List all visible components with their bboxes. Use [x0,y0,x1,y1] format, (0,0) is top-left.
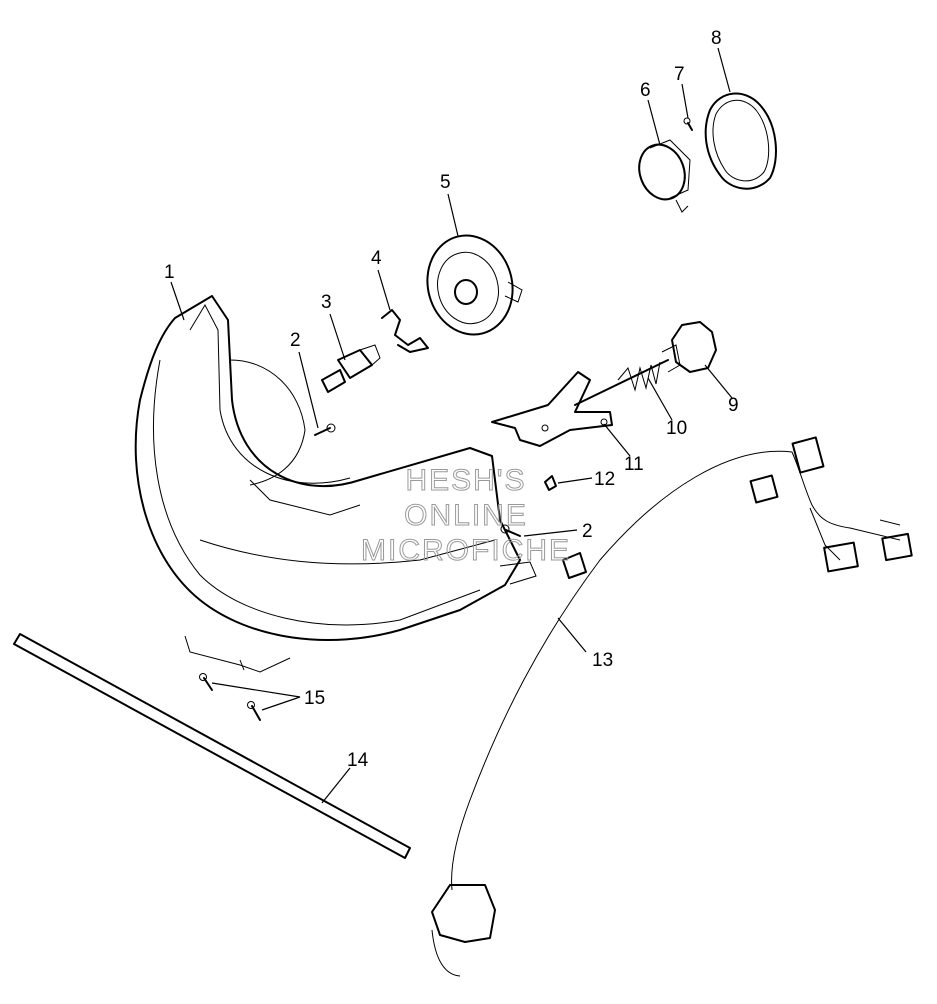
callout-11: 11 [624,454,644,475]
callout-1: 1 [164,262,175,283]
housing-screws [199,673,261,721]
reflector-cap [426,234,523,336]
callout-15: 15 [304,688,325,709]
watermark: HESH'S ONLINE MICROFICHE [361,464,571,568]
screw-upper [314,423,336,436]
wiring-harness [431,436,913,977]
foam-strip [13,633,411,859]
callout-10: 10 [666,418,687,439]
bulb-retaining-clip [381,309,429,353]
callout-2-upper: 2 [290,330,301,351]
callout-8: 8 [711,28,722,49]
callout-9: 9 [728,395,739,416]
callout-12: 12 [594,469,615,490]
gasket [704,92,777,190]
callout-7: 7 [674,64,685,85]
callout-3: 3 [321,292,332,313]
callout-leaders [170,47,733,804]
small-screw [683,117,693,131]
adjuster-bracket [491,371,613,447]
callout-2-lower: 2 [582,521,593,542]
callout-14: 14 [347,750,369,771]
headlight-bulb [321,344,381,393]
adjuster-spring [574,359,669,406]
callout-4: 4 [371,248,382,269]
headlight-housing [134,295,537,673]
position-lamp [638,139,691,213]
callout-6: 6 [640,80,651,101]
watermark-line-3: MICROFICHE [361,534,571,567]
watermark-line-2: ONLINE [404,499,528,532]
callout-13: 13 [592,650,613,671]
watermark-line-1: HESH'S [405,464,526,497]
callout-labels: 1 2 3 4 5 6 7 8 9 10 11 12 2 13 14 15 [164,28,739,771]
screw-lower [500,524,521,537]
adjuster-knob [661,321,717,373]
callout-5: 5 [440,172,451,193]
clip-nut [562,552,587,579]
bracket-screw [544,475,557,491]
